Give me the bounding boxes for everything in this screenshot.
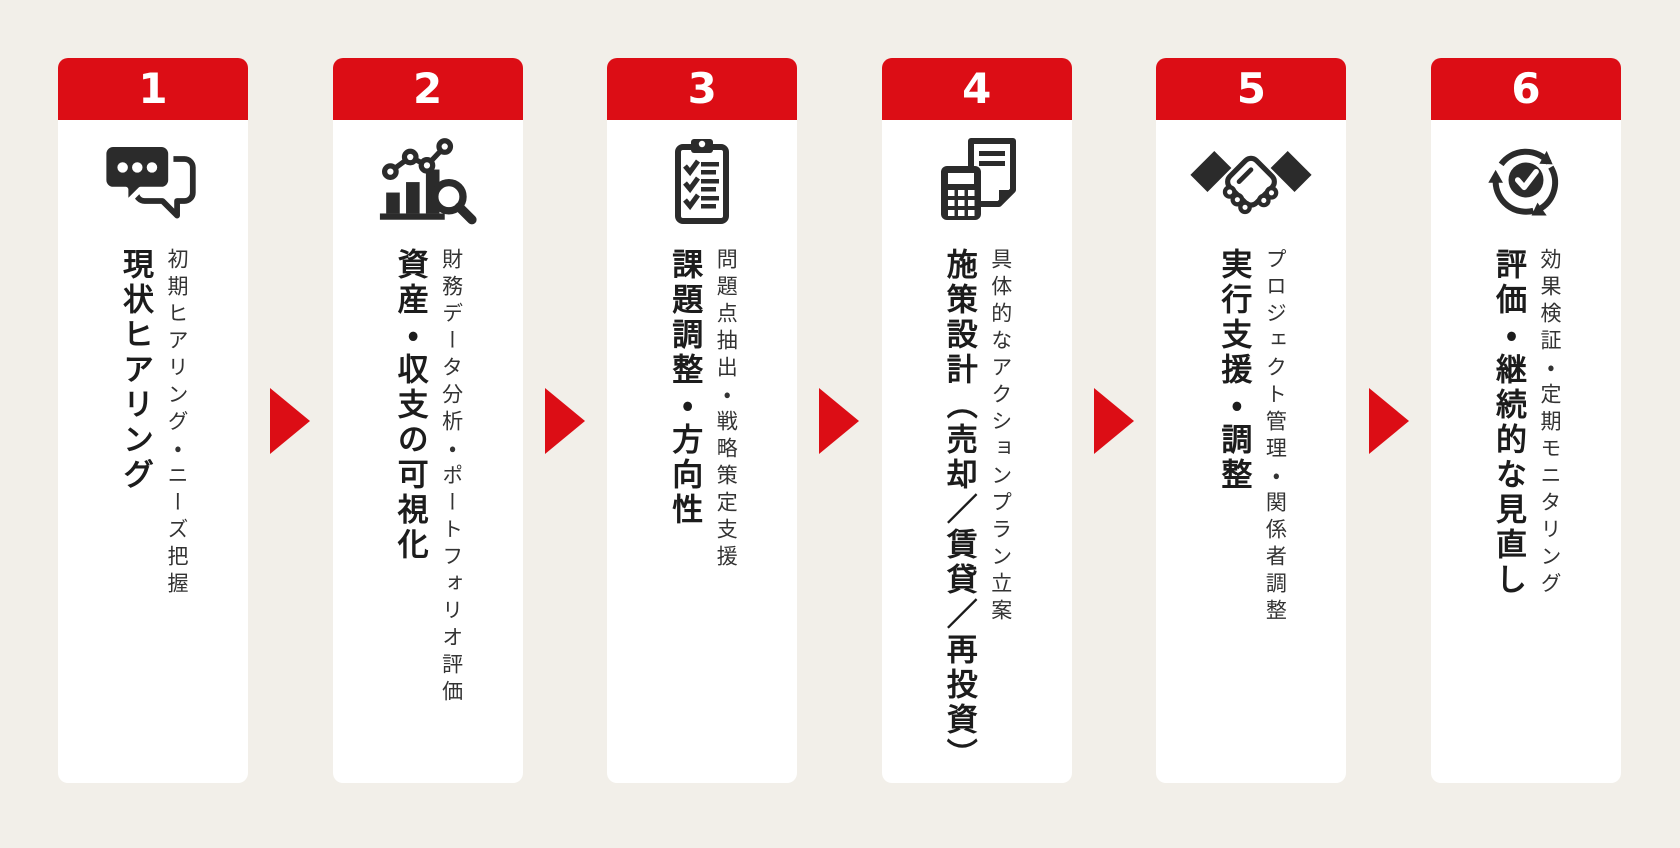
chat-bubbles-icon: [58, 134, 248, 226]
handshake-icon: [1156, 134, 1346, 226]
step-text-block: 資産・収支の可視化 財務データ分析・ポートフォリオ評価: [333, 248, 523, 707]
step-title: 資産・収支の可視化: [391, 248, 428, 563]
step-title: 評価・継続的な見直し: [1489, 248, 1526, 598]
step-title: 現状ヒアリング: [117, 248, 153, 493]
step-text-block: 現状ヒアリング 初期ヒアリング・ニーズ把握: [58, 248, 248, 599]
cycle-check-icon: [1431, 134, 1621, 226]
step-text-block: 課題調整・方向性 問題点抽出・戦略策定支援: [607, 248, 797, 572]
step-subtitle: 効果検証・定期モニタリング: [1537, 248, 1562, 599]
bar-chart-magnifier-icon: [333, 134, 523, 226]
clipboard-checklist-icon: [607, 134, 797, 226]
right-triangle-arrow-icon: [544, 387, 585, 454]
step-title: 課題調整・方向性: [666, 248, 703, 528]
step-number-badge: 6: [1430, 58, 1621, 120]
step-card-5: 5 実行支援・調整 プロジェクト管理・関係者調整: [1156, 58, 1347, 783]
step-subtitle: 財務データ分析・ポートフォリオ評価: [439, 248, 464, 707]
step-subtitle: 問題点抽出・戦略策定支援: [714, 248, 739, 572]
step-card-6: 6 評価・継続的な見直し 効果検証・定期モニタリング: [1430, 58, 1621, 783]
step-card-3: 3 課題調整・方向性 問題点抽出・戦略策定支援: [607, 58, 798, 783]
step-number-badge: 4: [881, 58, 1072, 120]
step-subtitle: 初期ヒアリング・ニーズ把握: [165, 248, 189, 599]
step-text-block: 実行支援・調整 プロジェクト管理・関係者調整: [1156, 248, 1346, 626]
step-title: 実行支援・調整: [1215, 248, 1252, 493]
step-card-1: 1 現状ヒアリング 初期ヒアリング・ニーズ把握: [58, 58, 248, 783]
step-card-4: 4 施策設計（売却／賃貸／再投資） 具体的なアク: [881, 58, 1072, 783]
right-triangle-arrow-icon: [270, 387, 311, 454]
step-text-block: 施策設計（売却／賃貸／再投資） 具体的なアクションプラン立案: [882, 248, 1072, 773]
step-number-badge: 5: [1156, 58, 1347, 120]
calculator-document-icon: [882, 134, 1072, 226]
process-flow-diagram: 1 現状ヒアリング 初期ヒアリング・ニーズ把握 2: [58, 58, 1621, 783]
right-triangle-arrow-icon: [1094, 387, 1135, 454]
step-number-badge: 1: [58, 58, 248, 120]
step-number-badge: 3: [607, 58, 798, 120]
step-card-2: 2 資産・収支の可視化 財務データ分析・ポートフォリオ評価: [332, 58, 523, 783]
step-text-block: 評価・継続的な見直し 効果検証・定期モニタリング: [1431, 248, 1621, 599]
step-subtitle: 具体的なアクションプラン立案: [988, 248, 1013, 626]
right-triangle-arrow-icon: [819, 387, 860, 454]
step-subtitle: プロジェクト管理・関係者調整: [1263, 248, 1288, 626]
step-number-badge: 2: [332, 58, 523, 120]
step-title: 施策設計（売却／賃貸／再投資）: [940, 248, 977, 773]
right-triangle-arrow-icon: [1368, 387, 1409, 454]
